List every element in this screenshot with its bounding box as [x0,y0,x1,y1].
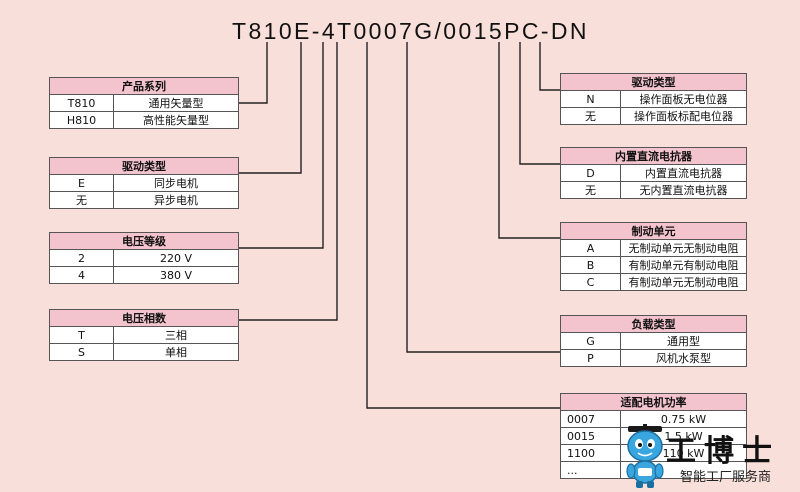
code-cell: 0007 [560,410,621,428]
code-cell: T [49,326,114,344]
table-title: 电压相数 [49,309,239,327]
table-row: 无无内置直流电抗器 [560,181,747,199]
code-cell: P [560,349,621,367]
code-cell: 2 [49,249,114,267]
brand-logo: 工博士 智能工厂服务商 [622,424,800,492]
desc-cell: 高性能矢量型 [113,111,239,129]
desc-cell: 有制动单元无制动电阻 [620,273,747,291]
code-cell: G [560,332,621,350]
desc-cell: 内置直流电抗器 [620,164,747,182]
desc-cell: 操作面板无电位器 [620,90,747,108]
code-cell: 无 [560,107,621,125]
desc-cell: 220 V [113,249,239,267]
table-row: 无操作面板标配电位器 [560,107,747,125]
desc-cell: 风机水泵型 [620,349,747,367]
desc-cell: 无内置直流电抗器 [620,181,747,199]
code-cell: S [49,343,114,361]
code-cell: E [49,174,114,192]
desc-cell: 操作面板标配电位器 [620,107,747,125]
desc-cell: 0.75 kW [620,410,747,428]
desc-cell: 单相 [113,343,239,361]
code-cell: B [560,256,621,274]
desc-cell: 有制动单元有制动电阻 [620,256,747,274]
table-title: 内置直流电抗器 [560,147,747,165]
table-title: 适配电机功率 [560,393,747,411]
code-cell: ... [560,461,621,479]
desc-cell: 同步电机 [113,174,239,192]
desc-cell: 异步电机 [113,191,239,209]
table-title: 驱动类型 [560,73,747,91]
desc-cell: 无制动单元无制动电阻 [620,239,747,257]
table-title: 驱动类型 [49,157,239,175]
logo-name: 工博士 [666,434,780,469]
code-cell: 无 [560,181,621,199]
desc-cell: 三相 [113,326,239,344]
code-cell: T810 [49,94,114,112]
code-cell: H810 [49,111,114,129]
table-title: 产品系列 [49,77,239,95]
model-code: T810E-4T0007G/0015PC-DN [232,18,589,44]
code-cell: D [560,164,621,182]
code-cell: 0015 [560,427,621,445]
desc-cell: 通用矢量型 [113,94,239,112]
table-title: 制动单元 [560,222,747,240]
code-cell: N [560,90,621,108]
robot-mascot-icon [626,424,664,488]
code-cell: 4 [49,266,114,284]
code-cell: 1100 [560,444,621,462]
code-cell: C [560,273,621,291]
table-title: 负载类型 [560,315,747,333]
code-cell: 无 [49,191,114,209]
logo-tagline: 智能工厂服务商 [680,470,772,485]
table-row: 无异步电机 [49,191,239,209]
table-title: 电压等级 [49,232,239,250]
code-cell: A [560,239,621,257]
desc-cell: 380 V [113,266,239,284]
desc-cell: 通用型 [620,332,747,350]
